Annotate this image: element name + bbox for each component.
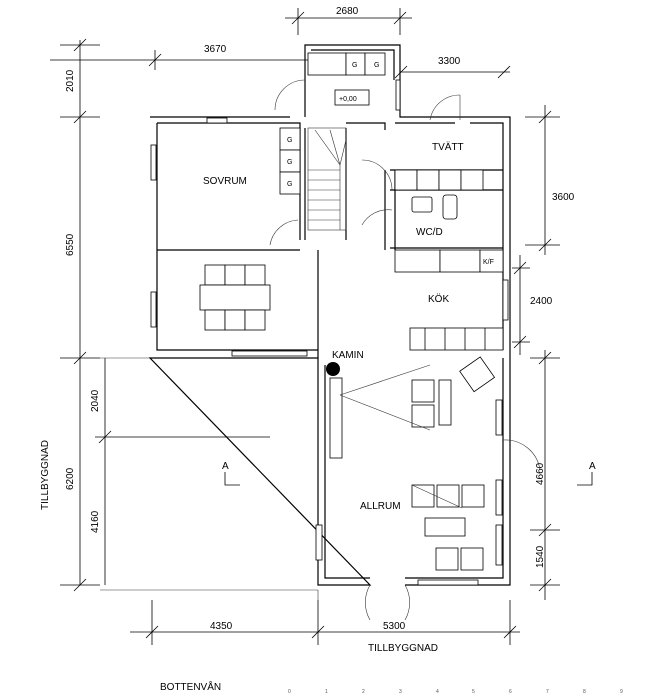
stove-icon: [326, 362, 340, 376]
dining-set: [199, 264, 271, 331]
svg-text:2: 2: [362, 689, 365, 695]
dim-2010: 2010: [65, 69, 76, 92]
svg-text:6: 6: [509, 689, 512, 695]
level-marker: +0,00: [339, 96, 357, 103]
dim-2040: 2040: [90, 389, 101, 412]
wardrobe: [279, 127, 301, 195]
label-kok: KÖK: [428, 293, 449, 305]
appliance-g: G: [287, 181, 292, 188]
section-a-left: A: [222, 461, 229, 472]
svg-text:5: 5: [472, 689, 475, 695]
svg-text:3: 3: [399, 689, 402, 695]
laundry-units: [394, 169, 484, 220]
dim-4660: 4660: [535, 462, 546, 485]
dim-3300: 3300: [438, 56, 461, 67]
appliance-g: G: [352, 62, 357, 69]
dim-6200: 6200: [65, 467, 76, 490]
dim-4160: 4160: [90, 510, 101, 533]
appliance-g: G: [287, 159, 292, 166]
appliance-kf: K/F: [483, 259, 494, 266]
extension-outline: [100, 357, 319, 600]
svg-text:7: 7: [546, 689, 549, 695]
svg-text:0: 0: [288, 689, 291, 695]
label-allrum: ALLRUM: [360, 501, 401, 512]
staircase: [307, 127, 347, 231]
svg-text:9: 9: [620, 689, 623, 695]
dim-6550: 6550: [65, 233, 76, 256]
plan-title: BOTTENVÅN: [160, 680, 221, 693]
label-wcd: WC/D: [416, 227, 443, 238]
windows: [150, 79, 509, 586]
label-kamin: KAMIN: [332, 350, 364, 361]
doors: [269, 79, 541, 621]
label-tillbyggnad-bottom: TILLBYGGNAD: [368, 643, 438, 654]
svg-text:1: 1: [325, 689, 328, 695]
dim-2400: 2400: [530, 296, 553, 307]
kitchen-counters: [394, 249, 504, 351]
section-a-right: A: [589, 461, 596, 472]
living-furniture: [329, 356, 496, 571]
tv-view-lines: [339, 364, 463, 509]
label-sovrum: SOVRUM: [203, 176, 247, 187]
dim-2680: 2680: [336, 6, 359, 17]
dim-5300: 5300: [383, 621, 406, 632]
label-tillbyggnad-left: TILLBYGGNAD: [40, 440, 51, 510]
entry-storage: [307, 52, 386, 106]
appliance-g: G: [287, 137, 292, 144]
svg-text:4: 4: [436, 689, 439, 695]
scale-bar: 0 1 2 3 4 5 6 7 8 9: [288, 689, 623, 695]
dim-1540: 1540: [535, 545, 546, 568]
label-tvatt: TVÄTT: [432, 141, 464, 153]
dim-3670: 3670: [204, 44, 227, 55]
dim-3600: 3600: [552, 192, 575, 203]
svg-text:8: 8: [583, 689, 586, 695]
appliance-g: G: [374, 62, 379, 69]
section-marker: [224, 472, 593, 486]
dimension-lines: [50, 8, 560, 645]
dim-4350: 4350: [210, 621, 233, 632]
